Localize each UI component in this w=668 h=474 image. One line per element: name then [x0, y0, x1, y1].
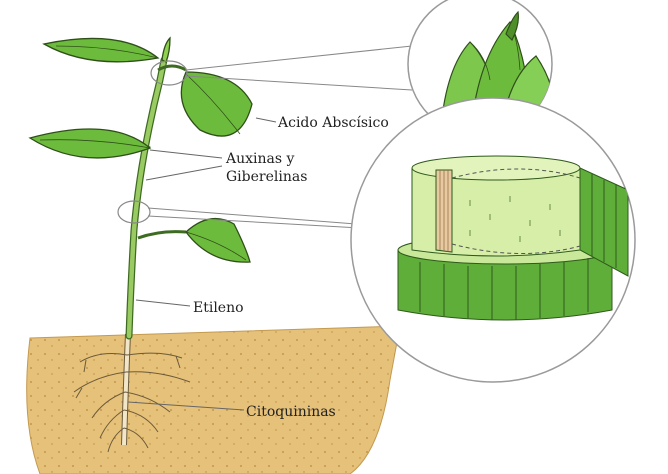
- label-etileno: Etileno: [193, 299, 244, 317]
- label-citoquininas: Citoquininas: [246, 403, 336, 421]
- stem-cross-section-magnified-icon: [351, 98, 635, 382]
- label-auxinas-line2: Giberelinas: [226, 168, 307, 186]
- label-auxinas-giberelinas: Auxinas y Giberelinas: [226, 150, 307, 186]
- stem: [110, 60, 186, 336]
- label-auxinas-line1: Auxinas y: [226, 150, 307, 168]
- leaves: [30, 38, 252, 262]
- label-acido-abscisico: Acido Abscísico: [278, 114, 389, 132]
- soil: [27, 326, 400, 474]
